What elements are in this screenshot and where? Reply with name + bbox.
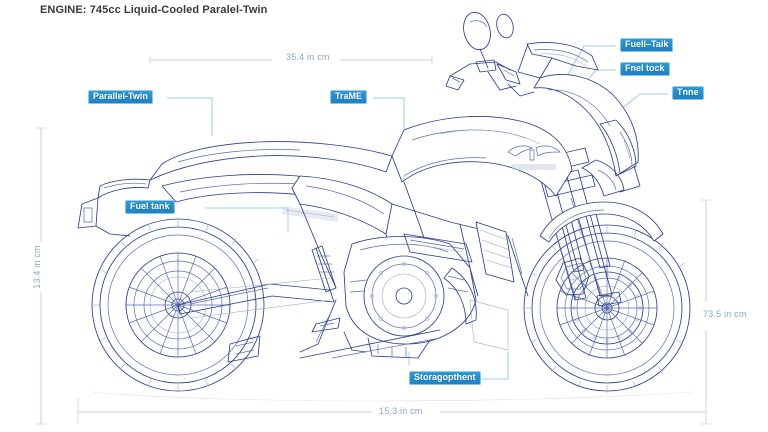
windscreen: [517, 42, 599, 79]
dimension-lines: [36, 56, 711, 425]
front-wheel: [523, 224, 691, 393]
dimension-top-width: 35.4 in cm: [283, 52, 333, 62]
handlebar-controls: [445, 59, 535, 97]
callout-fuel-tank-left[interactable]: Fuel tank: [125, 200, 175, 215]
callout-fuel-lock[interactable]: Fnel tock: [620, 62, 670, 77]
front-fender: [539, 201, 664, 243]
callout-tire[interactable]: Tnne: [672, 86, 704, 101]
mirrors: [463, 11, 514, 69]
engine-parallel-twin: [343, 233, 477, 359]
front-brake-caliper: [555, 257, 590, 296]
dimension-right-height: 73.5 in cm: [700, 309, 750, 319]
drive-chain: [189, 277, 331, 319]
callout-fuel-tank-top[interactable]: Fuell–Taik: [620, 38, 674, 53]
fuel-tank: [391, 116, 573, 197]
radiator: [475, 221, 515, 283]
page-title: ENGINE: 745cc Liquid-Cooled Paralel-Twin: [40, 4, 268, 16]
callout-parallel-twin[interactable]: Parallel-Twin: [88, 90, 153, 105]
footpeg: [311, 317, 367, 353]
callout-storage[interactable]: Storagopthent: [409, 371, 481, 386]
motorcycle-drawing: [77, 11, 693, 402]
front-cowl: [533, 74, 641, 197]
callout-frame[interactable]: TraME: [330, 90, 368, 105]
storage-compartment: [469, 299, 509, 351]
honda-wing-logo: [507, 145, 561, 170]
exhaust-system: [227, 267, 477, 363]
dimension-overall-length: 15.3 in cm: [376, 406, 426, 416]
side-panel: [282, 175, 393, 235]
seat-tail: [77, 141, 393, 237]
dimension-left-height: 13.4 in cm: [31, 242, 42, 292]
